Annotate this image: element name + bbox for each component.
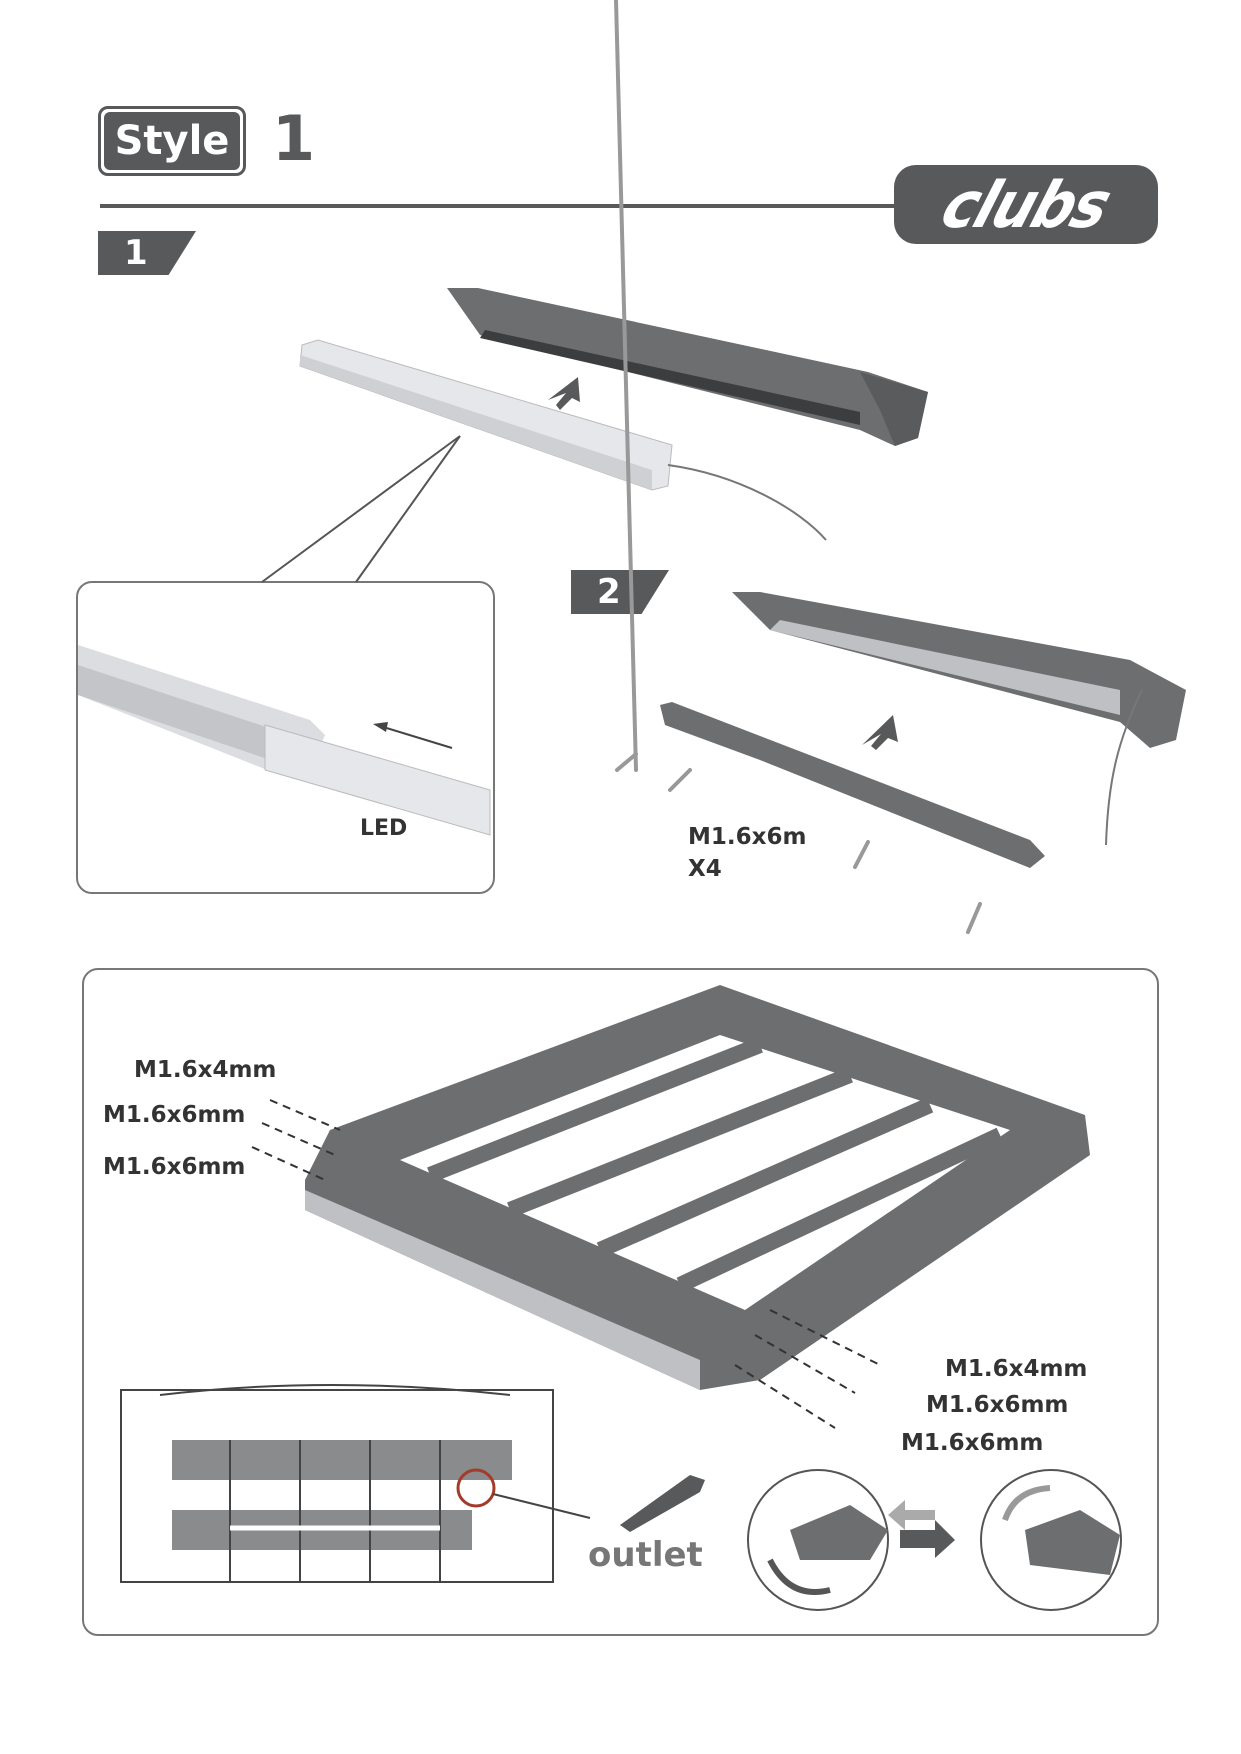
- led-connector-detail: [78, 645, 491, 836]
- arrow-left-icon: [373, 722, 388, 732]
- right-screw-3: M1.6x6mm: [901, 1430, 1044, 1456]
- light-housing-illustration: [447, 288, 928, 446]
- brand-logo: clubs: [894, 165, 1158, 244]
- header-divider: [100, 204, 900, 208]
- style-number: 1: [272, 102, 316, 175]
- outlet-label: outlet: [588, 1535, 703, 1575]
- vehicle-roof-view: [120, 1384, 554, 1583]
- arrow-icon: [862, 715, 898, 750]
- left-screw-2: M1.6x6mm: [103, 1102, 246, 1128]
- left-screw-1: M1.6x4mm: [134, 1057, 277, 1083]
- rotation-detail-left: [747, 1469, 889, 1611]
- arrow-icon: [548, 377, 580, 410]
- outlet-highlight-circle: [456, 1468, 496, 1508]
- right-screw-2: M1.6x6mm: [926, 1392, 1069, 1418]
- led-bar-illustration: [299, 339, 827, 541]
- right-screw-1: M1.6x4mm: [945, 1356, 1088, 1382]
- left-screw-3: M1.6x6mm: [103, 1154, 246, 1180]
- led-detail-inset: [76, 581, 495, 894]
- step2-screw-qty: X4: [688, 856, 722, 882]
- style-label: Style: [104, 112, 240, 170]
- hobby-knife-icon: [620, 1475, 705, 1532]
- led-label: LED: [360, 816, 408, 841]
- step2-screw-spec: M1.6x6m: [688, 824, 807, 850]
- screw-icons: [614, 0, 982, 934]
- rotation-detail-right: [980, 1469, 1122, 1611]
- style-badge: Style: [98, 106, 246, 176]
- swap-arrows-icon: [888, 1500, 955, 1558]
- screw-guide-lines: [251, 1099, 881, 1429]
- roof-rack-illustration: [305, 985, 1090, 1390]
- frame-assembly-panel: [82, 968, 1159, 1636]
- housing-with-led-illustration: [732, 592, 1186, 846]
- cover-plate-illustration: [660, 702, 1045, 868]
